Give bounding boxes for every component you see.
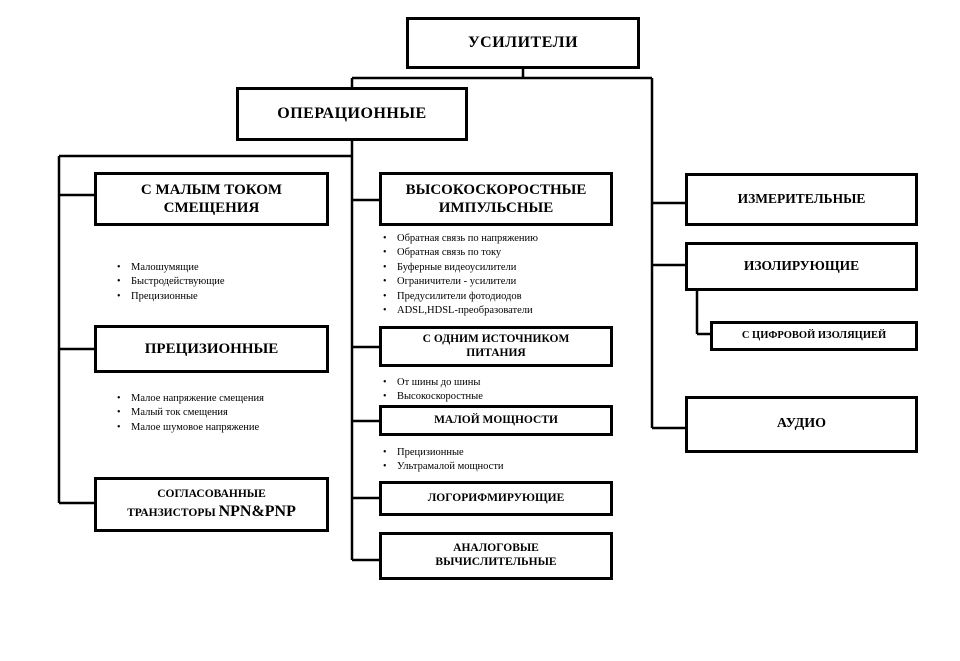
list-item: Прецизионные	[116, 290, 225, 305]
node-low-power-label: МАЛОЙ МОЩНОСТИ	[434, 413, 558, 426]
node-low-bias-current-line2: СМЕЩЕНИЯ	[163, 200, 260, 216]
list-item: Предусилители фотодиодов	[382, 290, 538, 305]
node-measuring-label: ИЗМЕРИТЕЛЬНЫЕ	[737, 191, 866, 207]
node-isolating-label: ИЗОЛИРУЮЩИЕ	[743, 258, 860, 274]
high-speed-features: Обратная связь по напряжению Обратная св…	[382, 232, 538, 319]
node-matched-transistors-prefix: ТРАНЗИСТОРЫ	[127, 506, 219, 519]
list-item: Прецизионные	[382, 446, 504, 461]
list-item: Обратная связь по току	[382, 246, 538, 261]
node-low-bias-current-line1: С МАЛЫМ ТОКОМ	[140, 182, 283, 198]
node-measuring: ИЗМЕРИТЕЛЬНЫЕ	[685, 173, 918, 226]
list-item: ADSL,HDSL-преобразователи	[382, 304, 538, 319]
node-matched-transistors-line1: СОГЛАСОВАННЫЕ	[157, 488, 266, 500]
low-bias-current-features: Малошумящие Быстродействующие Прецизионн…	[116, 261, 225, 305]
node-precision: ПРЕЦИЗИОННЫЕ	[94, 325, 329, 373]
node-analog-computing-line2: ВЫЧИСЛИТЕЛЬНЫЕ	[435, 556, 557, 568]
list-item: Малое шумовое напряжение	[116, 421, 264, 436]
node-operational: ОПЕРАЦИОННЫЕ	[236, 87, 468, 141]
node-amplifiers: УСИЛИТЕЛИ	[406, 17, 640, 69]
precision-features: Малое напряжение смещения Малый ток смещ…	[116, 392, 264, 436]
node-logarithmic-label: ЛОГОРИФМИРУЮЩИЕ	[427, 491, 565, 504]
list-item: Ультрамалой мощности	[382, 460, 504, 475]
node-digital-isolation: С ЦИФРОВОЙ ИЗОЛЯЦИЕЙ	[710, 321, 918, 351]
single-supply-features: От шины до шины Высокоскоростные	[382, 376, 483, 405]
list-item: Малое напряжение смещения	[116, 392, 264, 407]
low-power-features: Прецизионные Ультрамалой мощности	[382, 446, 504, 475]
list-item: От шины до шины	[382, 376, 483, 391]
node-matched-transistors: СОГЛАСОВАННЫЕ ТРАНЗИСТОРЫ NPN&PNP	[94, 477, 329, 532]
node-precision-label: ПРЕЦИЗИОННЫЕ	[144, 341, 279, 357]
node-matched-transistors-line2: ТРАНЗИСТОРЫ NPN&PNP	[127, 502, 296, 521]
node-high-speed-line1: ВЫСОКОСКОРОСТНЫЕ	[405, 182, 587, 198]
node-analog-computing-line1: АНАЛОГОВЫЕ	[453, 542, 539, 555]
node-operational-label: ОПЕРАЦИОННЫЕ	[277, 105, 427, 123]
node-logarithmic: ЛОГОРИФМИРУЮЩИЕ	[379, 481, 613, 516]
node-single-supply: С ОДНИМ ИСТОЧНИКОМ ПИТАНИЯ	[379, 326, 613, 367]
list-item: Малошумящие	[116, 261, 225, 276]
list-item: Ограничители - усилители	[382, 275, 538, 290]
node-single-supply-line1: С ОДНИМ ИСТОЧНИКОМ	[422, 332, 570, 345]
list-item: Высокоскоростные	[382, 390, 483, 405]
node-isolating: ИЗОЛИРУЮЩИЕ	[685, 242, 918, 291]
list-item: Обратная связь по напряжению	[382, 232, 538, 247]
list-item: Буферные видеоусилители	[382, 261, 538, 276]
node-high-speed: ВЫСОКОСКОРОСТНЫЕ ИМПУЛЬСНЫЕ	[379, 172, 613, 226]
node-audio: АУДИО	[685, 396, 918, 453]
list-item: Малый ток смещения	[116, 406, 264, 421]
node-amplifiers-label: УСИЛИТЕЛИ	[467, 34, 579, 52]
node-analog-computing: АНАЛОГОВЫЕ ВЫЧИСЛИТЕЛЬНЫЕ	[379, 532, 613, 580]
node-audio-label: АУДИО	[776, 416, 827, 432]
list-item: Быстродействующие	[116, 275, 225, 290]
node-single-supply-line2: ПИТАНИЯ	[466, 346, 526, 359]
node-low-power: МАЛОЙ МОЩНОСТИ	[379, 405, 613, 436]
node-high-speed-line2: ИМПУЛЬСНЫЕ	[438, 200, 554, 216]
node-low-bias-current: С МАЛЫМ ТОКОМ СМЕЩЕНИЯ	[94, 172, 329, 226]
node-digital-isolation-label: С ЦИФРОВОЙ ИЗОЛЯЦИЕЙ	[741, 329, 887, 341]
node-matched-transistors-emph: NPN&PNP	[218, 502, 296, 520]
